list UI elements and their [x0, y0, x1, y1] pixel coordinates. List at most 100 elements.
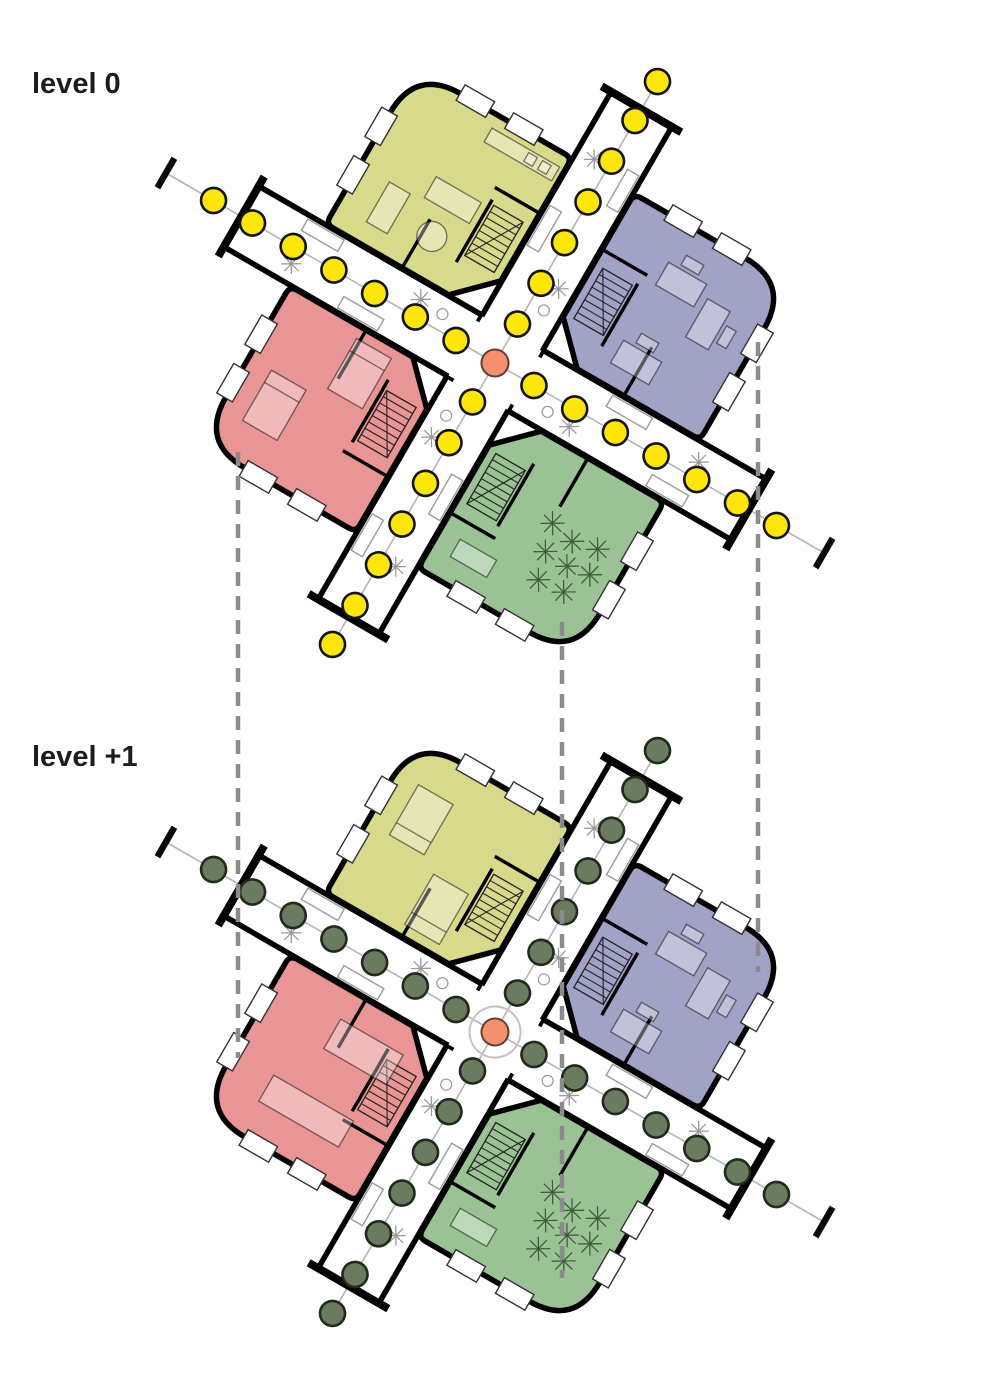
- plan-level-0: [154, 67, 836, 659]
- circulation-dot: [279, 232, 308, 261]
- window: [619, 530, 655, 572]
- window: [455, 752, 496, 788]
- window: [445, 1248, 487, 1284]
- circulation-dot: [601, 418, 630, 447]
- plan-level-plus-1: [154, 736, 836, 1328]
- circulation-dot: [723, 489, 752, 517]
- circulation-dot: [341, 1260, 369, 1289]
- plant-icon: [555, 554, 580, 579]
- circulation-dot: [458, 1057, 487, 1085]
- dot-row-west: [199, 855, 470, 1024]
- axis-tick: [812, 536, 836, 570]
- axis-tick: [812, 1205, 836, 1239]
- window: [243, 313, 279, 355]
- corridor-bench: [605, 837, 640, 883]
- circulation-dot: [574, 857, 602, 885]
- plant-icon: [533, 1208, 558, 1233]
- building-block-yellow-common: [325, 81, 573, 298]
- circulation-dot: [550, 228, 579, 257]
- circulation-dot: [318, 1299, 347, 1328]
- circulation-dot: [762, 1180, 791, 1209]
- window: [662, 872, 704, 908]
- window: [238, 1128, 279, 1164]
- window: [445, 579, 487, 615]
- window: [591, 1248, 627, 1289]
- plant-icon: [585, 1206, 610, 1231]
- stairs: [572, 936, 634, 1006]
- plant-icon: [533, 539, 558, 564]
- corridor-bench: [350, 1181, 385, 1227]
- corridor-bench: [336, 295, 385, 332]
- building-block-green-plants: [417, 1097, 665, 1314]
- window: [286, 487, 328, 523]
- stairs: [463, 873, 525, 943]
- circulation-dot: [642, 1111, 670, 1139]
- circulation-dot: [550, 897, 579, 926]
- plant-icon: [560, 529, 585, 554]
- circulation-dot: [442, 326, 470, 355]
- center-node: [480, 348, 510, 378]
- window: [711, 231, 752, 267]
- plant-icon: [526, 1236, 551, 1261]
- window: [591, 579, 627, 620]
- circulation-dot: [435, 428, 463, 457]
- corridor-bench: [605, 394, 654, 431]
- circulation-dot: [401, 303, 430, 331]
- furniture: [388, 783, 470, 946]
- circulation-dot: [341, 591, 369, 620]
- circulation-dot: [520, 371, 548, 400]
- window: [619, 1199, 655, 1241]
- corridor-bench: [427, 1142, 464, 1191]
- level-plus-1-label: level +1: [32, 741, 138, 773]
- corridor-bench: [300, 218, 346, 253]
- circulation-dot: [458, 388, 487, 416]
- building-block-red-open: [213, 954, 430, 1202]
- window: [286, 1156, 328, 1192]
- window: [711, 371, 747, 413]
- circulation-dot: [318, 630, 347, 659]
- corridor-bench: [300, 887, 346, 922]
- window: [503, 111, 545, 147]
- circulation-dot: [642, 442, 670, 470]
- circulation-dot: [360, 948, 389, 977]
- circulation-dot: [199, 186, 228, 215]
- plant-icon: [540, 1180, 565, 1205]
- circulation-dot: [238, 878, 267, 906]
- circulation-dot: [597, 816, 626, 845]
- circulation-dot: [320, 925, 348, 953]
- dot-row-south: [318, 1057, 487, 1328]
- circulation-dot: [320, 256, 348, 284]
- circulation-dot: [527, 938, 555, 967]
- furniture: [365, 127, 561, 253]
- building-block-green-plants: [417, 428, 665, 645]
- circulation-dot: [643, 736, 672, 765]
- corridor-bench: [336, 964, 385, 1001]
- circulation-dot: [388, 510, 416, 538]
- plant-icon: [526, 567, 551, 592]
- plant-icon: [585, 537, 610, 562]
- building-block-red-bedroom: [213, 285, 430, 533]
- circulation-dot: [411, 469, 440, 498]
- circulation-dot: [762, 511, 791, 540]
- stairs: [465, 452, 527, 522]
- circulation-dot: [199, 855, 228, 884]
- corridor-bench: [644, 473, 690, 508]
- circulation-dot: [364, 550, 393, 579]
- window: [238, 459, 279, 495]
- circulation-dot: [601, 1087, 630, 1116]
- stairs: [465, 1121, 527, 1191]
- window: [711, 1040, 747, 1082]
- circulation-dot: [621, 775, 649, 804]
- furniture: [449, 1207, 498, 1248]
- circulation-dot: [574, 188, 602, 216]
- plant-icon: [385, 556, 406, 577]
- building-block-yellow-bedroom: [325, 750, 573, 967]
- stairs: [356, 389, 418, 459]
- circulation-dot: [442, 995, 470, 1024]
- window: [363, 106, 399, 147]
- furniture: [257, 1018, 404, 1149]
- stairs: [463, 204, 525, 274]
- building-block-purple-office: [560, 862, 777, 1110]
- axis-tick: [154, 825, 178, 859]
